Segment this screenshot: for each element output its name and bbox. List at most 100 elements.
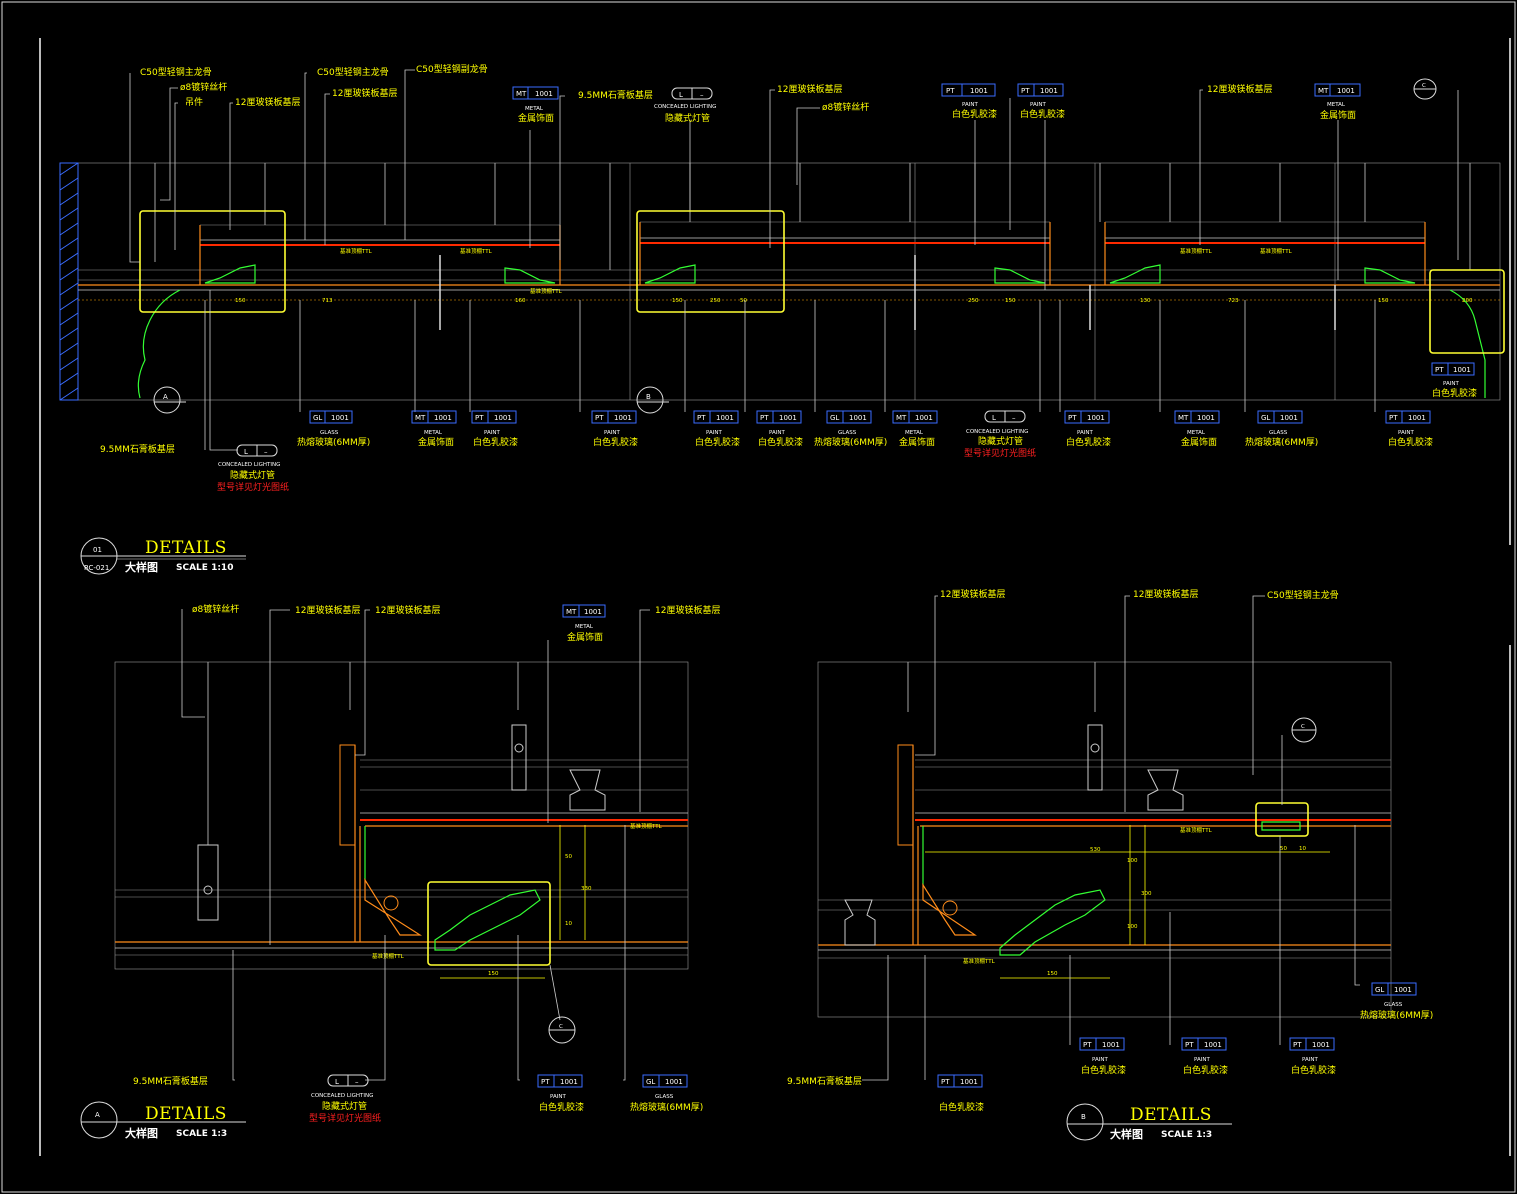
level-note-2: 基准顶棚TTL (460, 247, 493, 255)
tag-a-gl: GL 1001 GLASS 热熔玻璃(6MM厚) (630, 1074, 703, 1113)
svg-text:GLASS: GLASS (838, 430, 857, 436)
svg-text:PT: PT (946, 87, 955, 95)
tag-b-pt-2: PT 1001 PAINT 白色乳胶漆 (1079, 1037, 1126, 1076)
tag-mt-top-2: MT 1001 METAL 金属饰面 (1314, 83, 1361, 121)
tag-light-top-1: L – CONCEALED LIGHTING 隐藏式灯管 (654, 87, 716, 124)
title-01-sheet: RC-021 (84, 564, 109, 572)
svg-text:C: C (1422, 83, 1426, 89)
title-01-cn: 大样图 (125, 560, 158, 574)
svg-text:1001: 1001 (960, 1078, 978, 1086)
svg-text:GL: GL (313, 414, 322, 422)
svg-text:隐藏式灯管: 隐藏式灯管 (665, 112, 710, 124)
dim-b-10: 10 (1299, 846, 1306, 852)
tag-gl-bottom-1: GL 1001 GLASS 热熔玻璃(6MM厚) (297, 410, 370, 448)
tag-pt-bottom-3: PT 1001 PAINT 白色乳胶漆 (693, 410, 740, 448)
dim-250b: 250 (968, 298, 979, 304)
svg-text:热熔玻璃(6MM厚): 热熔玻璃(6MM厚) (1360, 1009, 1433, 1021)
dim-b-100: 100 (1127, 858, 1138, 864)
title-a-scale: SCALE 1:3 (176, 1129, 227, 1139)
tag-mt-bottom-3: MT 1001 METAL 金属饰面 (1174, 410, 1220, 448)
svg-text:白色乳胶漆: 白色乳胶漆 (1020, 108, 1065, 120)
tag-mt-top-1: MT 1001 METAL 金属饰面 (512, 86, 559, 124)
svg-text:METAL: METAL (575, 624, 594, 630)
label-ply12-1: 12厘玻镁板基层 (235, 96, 300, 108)
label-b-c50: C50型轻钢主龙骨 (1267, 589, 1339, 601)
svg-text:PT: PT (541, 1078, 550, 1086)
svg-text:白色乳胶漆: 白色乳胶漆 (1066, 436, 1111, 448)
tag-b-pt-1: PT 1001 白色乳胶漆 (937, 1074, 984, 1113)
svg-text:1001: 1001 (1040, 87, 1058, 95)
svg-text:1001: 1001 (779, 414, 797, 422)
svg-text:PAINT: PAINT (604, 430, 620, 436)
label-c50-main-1: C50型轻钢主龙骨 (140, 66, 212, 78)
label-b-gypsum: 9.5MM石膏板基层 (787, 1075, 862, 1087)
tag-mt-bottom-1: MT 1001 METAL 金属饰面 (411, 410, 457, 448)
label-ply12-2: 12厘玻镁板基层 (332, 87, 397, 99)
title-a-name: DETAILS (145, 1104, 227, 1124)
svg-text:1001: 1001 (1337, 87, 1355, 95)
svg-text:CONCEALED LIGHTING: CONCEALED LIGHTING (654, 104, 716, 110)
svg-text:PT: PT (1185, 1041, 1194, 1049)
dim-150: 150 (235, 298, 246, 304)
dim-160: 160 (515, 298, 526, 304)
marker-b-top[interactable]: B (636, 386, 669, 414)
label-c50-main-2: C50型轻钢主龙骨 (317, 66, 389, 78)
svg-text:白色乳胶漆: 白色乳胶漆 (758, 436, 803, 448)
svg-text:热熔玻璃(6MM厚): 热熔玻璃(6MM厚) (297, 436, 370, 448)
svg-text:PAINT: PAINT (962, 102, 978, 108)
svg-text:PAINT: PAINT (1092, 1057, 1108, 1063)
svg-text:PT: PT (1389, 414, 1398, 422)
svg-text:METAL: METAL (905, 430, 924, 436)
section-01-ceiling-elevation: 150 713 160 150 250 50 250 150 130 723 1… (59, 63, 1505, 493)
svg-text:金属饰面: 金属饰面 (899, 436, 935, 448)
label-a-ply3: 12厘玻镁板基层 (655, 604, 720, 616)
svg-text:PAINT: PAINT (1194, 1057, 1210, 1063)
label-m8-rod-1: ø8镀锌丝杆 (180, 81, 227, 93)
detail-a-section: 50 330 10 150 基准顶棚TTL 基准顶棚TTL ø8镀锌丝杆 12厘… (114, 603, 720, 1124)
dim-b-100b: 100 (1127, 924, 1138, 930)
svg-text:1001: 1001 (560, 1078, 578, 1086)
svg-text:PT: PT (760, 414, 769, 422)
svg-text:MT: MT (516, 90, 527, 98)
title-01-num: 01 (93, 546, 102, 554)
dim-b-150: 150 (1047, 971, 1058, 977)
marker-c-b: C (1291, 717, 1317, 743)
svg-text:1001: 1001 (849, 414, 867, 422)
svg-text:型号详见灯光图纸: 型号详见灯光图纸 (964, 447, 1036, 459)
svg-text:PAINT: PAINT (550, 1094, 566, 1100)
level-note-1: 基准顶棚TTL (340, 247, 373, 255)
marker-a-top[interactable]: A (153, 386, 186, 414)
dim-50: 50 (740, 298, 747, 304)
svg-text:–: – (355, 1078, 359, 1086)
title-b-cn: 大样图 (1110, 1127, 1143, 1141)
svg-text:1001: 1001 (1197, 414, 1215, 422)
svg-text:MT: MT (415, 414, 426, 422)
svg-text:1001: 1001 (535, 90, 553, 98)
marker-c-a: C (548, 1016, 576, 1044)
dim-200: 200 (1462, 298, 1473, 304)
svg-text:1001: 1001 (614, 414, 632, 422)
title-block-b: B DETAILS 大样图 SCALE 1:3 (1066, 1103, 1232, 1141)
label-a-m8: ø8镀锌丝杆 (192, 603, 239, 615)
svg-text:金属饰面: 金属饰面 (567, 631, 603, 643)
svg-text:METAL: METAL (1187, 430, 1206, 436)
dim-a-150: 150 (488, 971, 499, 977)
title-block-01: 01 RC-021 DETAILS 大样图 SCALE 1:10 (80, 537, 246, 575)
tag-pt-bottom-1: PT 1001 PAINT 白色乳胶漆 (471, 410, 518, 448)
tag-pt-bottom-2: PT 1001 PAINT 白色乳胶漆 (591, 410, 638, 448)
tag-light-bottom-1: L – CONCEALED LIGHTING 隐藏式灯管 型号详见灯光图纸 (217, 444, 289, 493)
label-gypsum-top: 9.5MM石膏板基层 (578, 89, 653, 101)
svg-text:PAINT: PAINT (1077, 430, 1093, 436)
svg-text:1001: 1001 (331, 414, 349, 422)
dim-130: 130 (1140, 298, 1151, 304)
svg-text:GLASS: GLASS (1384, 1002, 1403, 1008)
svg-text:白色乳胶漆: 白色乳胶漆 (473, 436, 518, 448)
svg-text:白色乳胶漆: 白色乳胶漆 (695, 436, 740, 448)
tag-b-pt-3: PT 1001 PAINT 白色乳胶漆 (1181, 1037, 1228, 1076)
tag-gl-bottom-3: GL 1001 GLASS 热熔玻璃(6MM厚) (1245, 410, 1318, 448)
title-b-num: B (1081, 1113, 1086, 1121)
dim-150d: 150 (1378, 298, 1389, 304)
label-ply12-4: 12厘玻镁板基层 (1207, 83, 1272, 95)
tag-b-pt-4: PT 1001 PAINT 白色乳胶漆 (1289, 1037, 1336, 1076)
svg-text:METAL: METAL (424, 430, 443, 436)
